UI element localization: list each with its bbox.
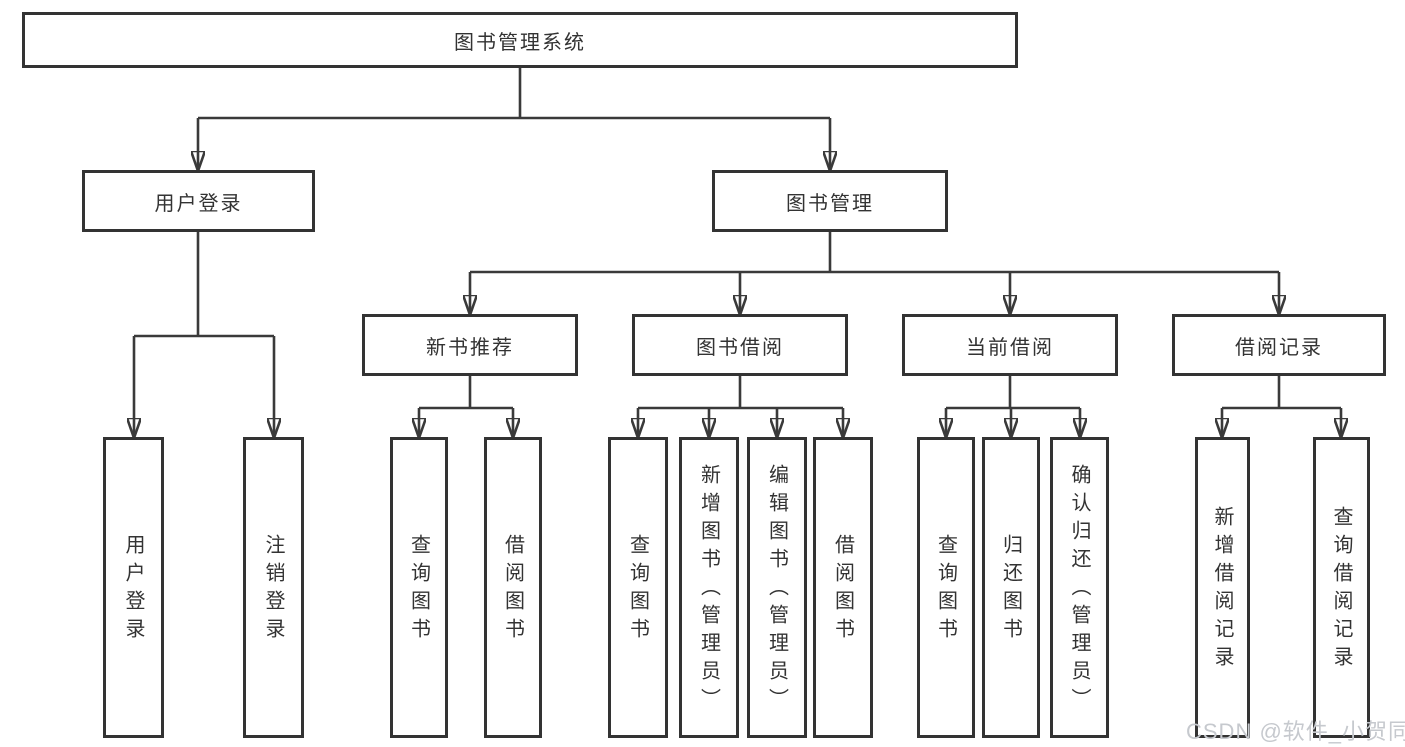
leaf-newbooks-query-books: 查询图书 (390, 437, 448, 738)
leaf-current-confirm-return-admin: 确认归还（管理员） (1050, 437, 1109, 738)
node-borrowing-records: 借阅记录 (1172, 314, 1386, 376)
leaf-user-login: 用户登录 (103, 437, 164, 738)
node-book-borrowing: 图书借阅 (632, 314, 848, 376)
leaf-borrowing-query-books: 查询图书 (608, 437, 668, 738)
leaf-current-return-books: 归还图书 (982, 437, 1040, 738)
node-user-login: 用户登录 (82, 170, 315, 232)
watermark: CSDN @软件_小贺同学 (1186, 719, 1405, 744)
leaf-newbooks-borrow-books: 借阅图书 (484, 437, 542, 738)
leaf-logout: 注销登录 (243, 437, 304, 738)
node-current-borrowing: 当前借阅 (902, 314, 1118, 376)
leaf-current-query-books: 查询图书 (917, 437, 975, 738)
leaf-borrowing-borrow-books: 借阅图书 (813, 437, 873, 738)
leaf-records-add-record: 新增借阅记录 (1195, 437, 1250, 738)
node-book-management: 图书管理 (712, 170, 948, 232)
leaf-borrowing-edit-books-admin: 编辑图书（管理员） (747, 437, 807, 738)
node-library-management-system: 图书管理系统 (22, 12, 1018, 68)
node-new-book-recommend: 新书推荐 (362, 314, 578, 376)
leaf-records-query-record: 查询借阅记录 (1313, 437, 1370, 738)
leaf-borrowing-add-books-admin: 新增图书（管理员） (679, 437, 739, 738)
